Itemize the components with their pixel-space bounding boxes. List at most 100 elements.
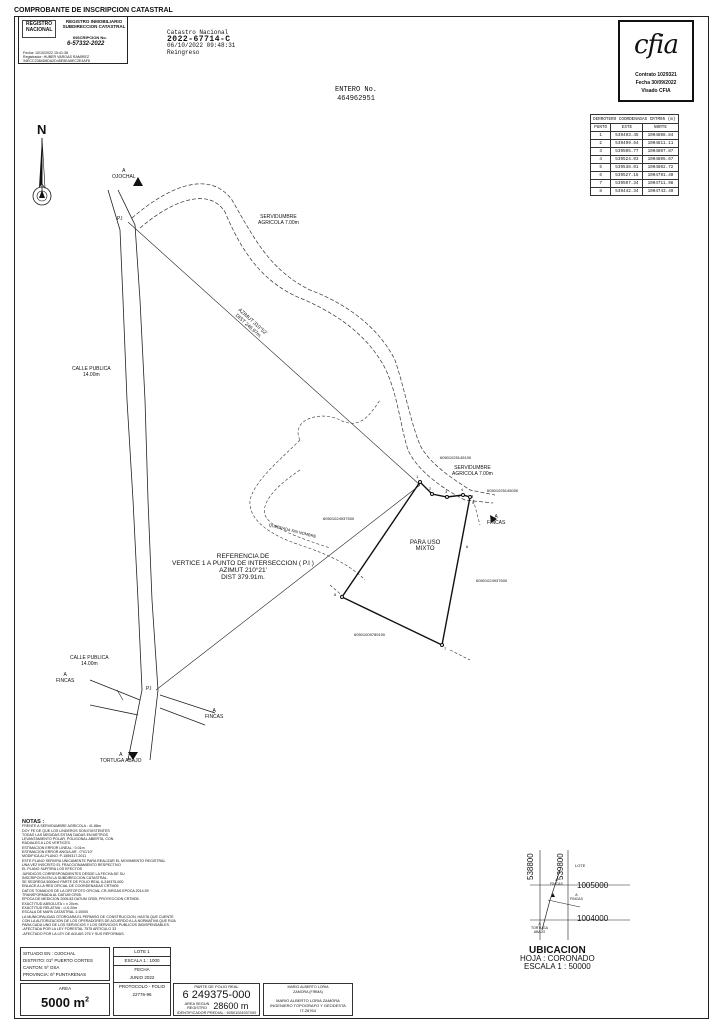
ubic-tortuga-2: ABAJO [533, 930, 546, 934]
label-uso: PARA USO MIXTO [410, 540, 440, 552]
ubic-coord-e1: 538800 [526, 853, 535, 880]
catastro-label: Catastro Nacional [167, 29, 229, 36]
cfia-date: Fecha 30/09/2022 [635, 80, 677, 86]
document-title: COMPROBANTE DE INSCRIPCION CATASTRAL [14, 7, 173, 14]
north-arrow-icon [32, 137, 52, 206]
label-referencia: REFERENCIA DE VERTICE 1 A PUNTO DE INTER… [172, 553, 314, 581]
lote-fecha-label: FECHA [134, 967, 150, 972]
ubic-fincas1: FINCAS [550, 882, 563, 886]
registry-stamp: REGISTRO NACIONAL REGISTRO INMOBILIARIO … [18, 16, 128, 64]
label-plot-id-right: 60501025145000 [487, 488, 519, 493]
location-distrito: DISTRITO: 01º PUERTO CORTES [23, 958, 93, 963]
inscription-number: 6-57332-2022 [67, 41, 105, 47]
label-servidumbre-right-1: SERVIDUMBRE [454, 465, 491, 471]
note-line: DATOS TOMADOS DE LA ORTOFOTO OFICIAL CR-… [22, 888, 149, 893]
cfia-logo: cfia [633, 30, 679, 60]
ubicacion-block: UBICACION HOJA : CORONADO ESCALA 1 : 500… [520, 946, 595, 971]
note-line: FRENTE A SERVIDUMBRE AGRICOLA : 41.88m [22, 824, 101, 829]
lote-fecha: JUNIO 2022 [114, 974, 170, 983]
signature-small-2: ZAMORA (FIRMA) [293, 990, 323, 994]
vertex-label-5: 5 [472, 500, 475, 505]
vertex-label-7: 7 [444, 646, 447, 651]
label-plot-id-top: 60501025145100 [440, 455, 472, 460]
location-box: SITUADO EN : OJOCHAL DISTRITO: 01º PUERT… [20, 947, 110, 981]
signature-name: MARIO ALBERTO LORIA ZAMORA [276, 998, 340, 1003]
note-line: JURIDICOS CORRESPONDIENTES DESDE LA FECH… [22, 871, 125, 876]
cfia-info: Contrato 1029321 Fecha 30/09/2022 Visado… [620, 71, 692, 95]
folio-area-labels: AREA SEGUN REGISTRO [185, 1002, 210, 1010]
area-value: 5000 m [41, 995, 86, 1010]
stamp-hash: 34ECC2384D8DA2D45E5EA6EC2E4AF8 [23, 59, 90, 63]
area-label: AREA [58, 986, 72, 991]
note-line: DOY FE DE QUE LOS LINDEROS SON EXISTENTE… [22, 828, 110, 833]
label-a-tortuga: A TORTUGA ABAJO [100, 752, 142, 764]
note-line: INSCRIPCION EN LA SUBDIRECCION CATASTRAL… [22, 875, 108, 880]
lote-box: LOTE 1 ESCALA 1 : 1000 FECHA JUNIO 2022 … [113, 947, 171, 1016]
label-plot-id-far-right: 60501024937600 [476, 578, 508, 583]
sheet-border [14, 16, 709, 1019]
label-a-fincas-mid: A FINCAS [205, 708, 223, 720]
label-servidumbre-top-2: AGRICOLA 7.00m [258, 220, 299, 226]
plan-drawing [89, 177, 497, 761]
signature-box: MARIO ALBERTO LORIA ZAMORA (FIRMA) MARIO… [263, 983, 353, 1016]
coordinates-cell: 8 [589, 187, 612, 196]
label-pi-top: P.I [117, 216, 123, 222]
cfia-stamp: cfia Contrato 1029321 Fecha 30/09/2022 V… [618, 20, 694, 102]
catastro-number: 2022-67714-C [167, 34, 231, 44]
folio-area-label-2: REGISTRO [187, 1006, 207, 1010]
label-calle-publica-2: CALLE PUBLICA 14.00m [70, 655, 109, 667]
ubicacion-escala: ESCALA 1 : 50000 [523, 962, 591, 971]
ubic-lote: LOTE [575, 863, 586, 868]
note-line: ESCALA DE MAPA CATASTRAL 1:10000 [22, 910, 89, 915]
ubicacion-hoja: HOJA : CORONADO [520, 954, 595, 963]
folio-box: PARTE DE FOLIO REAL 6 249375-000 AREA SE… [173, 983, 260, 1016]
note-line: CON LA AUTORIZACION DE LOS OPERADORES DE… [22, 918, 176, 923]
note-line: TRANSFORMADA AL DATUM CR05. [22, 893, 82, 898]
catastro-block: Catastro Nacional 2022-67714-C 06/10/202… [167, 29, 235, 56]
note-line: ESTIMACION ERROR ANGULAR : 0°01'10" [22, 850, 93, 855]
label-a-ojochal-town: OJOCHAL [112, 174, 136, 180]
area-box: AREA 5000 m2 [20, 983, 110, 1016]
note-line: EL PLANO SURTIRA LOS EFECTOS [22, 867, 83, 872]
label-referencia-2: VERTICE 1 A PUNTO DE INTERSECCION ( P.I … [172, 560, 314, 567]
lote-protocolo-label: PROTOCOLO - FOLIO [118, 984, 166, 989]
stamp-registrar: Registrador: HUBER VARGAS RAMIREZ [23, 55, 90, 59]
folio-ident: IDENTIFICADOR PREDIAL : 60501024937000 [176, 1011, 257, 1015]
vertex-label-2: 2 [429, 486, 432, 491]
vertex-label-6: 6 [466, 544, 469, 549]
label-referencia-1: REFERENCIA DE [216, 553, 270, 560]
note-line: EXACTITUD ABSOLUTA = ± 20cm. [22, 901, 79, 906]
lote-escala: ESCALA 1 : 1000 [114, 957, 170, 966]
label-a-ojochal-a: A [122, 168, 126, 174]
ubic-fincas2: FINCAS [570, 897, 583, 901]
location-provincia: PROVINCIA: 6º PUNTARENAS [23, 972, 87, 977]
ubic-a2: A [575, 893, 578, 897]
ubic-a-fincas-2: A FINCAS [570, 893, 583, 901]
label-a-fincas-left-text: FINCAS [56, 678, 75, 684]
area-value-wrap: 5000 m2 [21, 995, 109, 1010]
label-uso-1: PARA USO [410, 540, 441, 546]
label-plot-id-left: 60501024937500 [323, 516, 355, 521]
label-calle-publica-1a: CALLE PUBLICA [72, 366, 111, 372]
coordinates-cell: 1004743.49 [642, 187, 679, 196]
note-line: ESTE PLANO SERVIRA UNICAMENTE PARA REALI… [22, 858, 166, 863]
signature-code: IT-26764 [300, 1008, 316, 1013]
signature-small-1: MARIO ALBERTO LORIA [287, 985, 329, 989]
note-line: LEVANTAMIENTO POLAR, POLIGONAL ABIERTA, … [22, 837, 114, 842]
vertex-label-8: 8 [334, 592, 337, 597]
label-a-fincas-right: A FINCAS [487, 514, 505, 526]
folio-area-row: AREA SEGUN REGISTRO 28600 m [174, 1001, 259, 1011]
ubic-a3: A [538, 922, 541, 926]
note-line: ESTIMACION ERROR LINEAL : 0.01m [22, 845, 85, 850]
folio-area-label-1: AREA SEGUN [184, 1002, 210, 1006]
location-canton: CANTON: 5º OSA [23, 965, 60, 970]
notes-block: NOTAS : FRENTE A SERVIDUMBRE AGRICOLA : … [22, 819, 282, 936]
signature-title: INGENIERO TOPOGRAFO Y GEODESTA [270, 1003, 346, 1008]
ubicacion-map [530, 850, 630, 940]
label-a-fincas-left-a: A [63, 672, 67, 678]
cfia-contract: Contrato 1029321 [635, 72, 677, 78]
note-line: -AFECTADO POR LA LEY DE AGUAS 276 Y SUS … [22, 931, 125, 936]
